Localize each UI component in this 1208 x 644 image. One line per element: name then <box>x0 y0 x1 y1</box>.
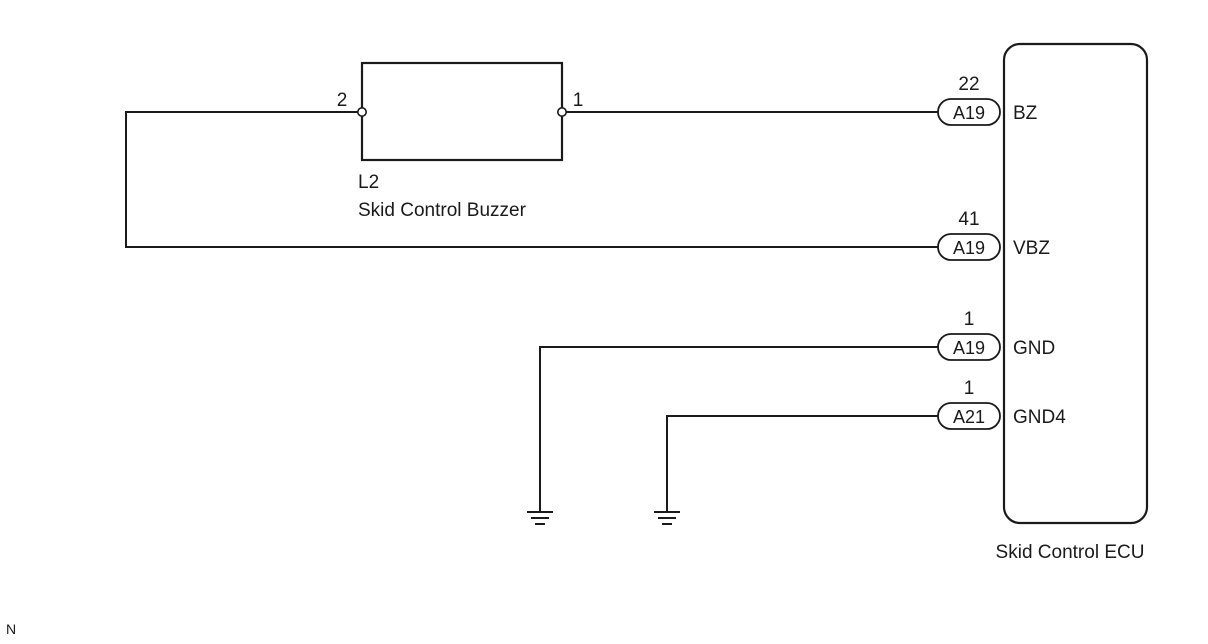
terminal-gnd4: 1 A21 GND4 <box>937 378 1066 430</box>
terminal-signal-name: VBZ <box>1013 238 1050 259</box>
wire-gnd <box>539 346 940 512</box>
ground-symbol-1 <box>527 511 553 525</box>
wire-gnd4 <box>666 415 940 512</box>
connector-id: A21 <box>953 407 985 427</box>
connector-badge <box>937 98 1001 126</box>
connector-id: A19 <box>953 238 985 258</box>
connector-badge <box>937 333 1001 361</box>
connector-id: A19 <box>953 338 985 358</box>
terminal-signal-name: GND <box>1013 338 1055 359</box>
terminal-signal-name: BZ <box>1013 103 1038 124</box>
skid-control-buzzer: 2 1 L2 Skid Control Buzzer <box>337 61 584 221</box>
terminal-bz: 22 A19 BZ <box>937 74 1038 126</box>
terminal-pin-number: 22 <box>958 74 979 95</box>
wires <box>125 111 940 512</box>
buzzer-pin-1-terminal <box>556 107 567 118</box>
connector-badge <box>937 402 1001 430</box>
corner-mark: N <box>6 621 16 637</box>
buzzer-name-label: Skid Control Buzzer <box>358 200 527 221</box>
buzzer-body <box>360 61 564 162</box>
terminal-vbz: 41 A19 VBZ <box>937 209 1050 261</box>
buzzer-pin-2-label: 2 <box>337 90 348 111</box>
terminal-gnd: 1 A19 GND <box>937 309 1055 361</box>
terminal-pin-number: 1 <box>964 309 975 330</box>
ecu-name-label: Skid Control ECU <box>996 542 1145 563</box>
buzzer-code-label: L2 <box>358 172 379 193</box>
ecu-body <box>1002 42 1149 525</box>
wire-vbz <box>125 111 940 248</box>
buzzer-pin-1-label: 1 <box>573 90 584 111</box>
terminal-pin-number: 1 <box>964 378 975 399</box>
terminal-pin-number: 41 <box>958 209 979 230</box>
connector-id: A19 <box>953 103 985 123</box>
terminal-signal-name: GND4 <box>1013 407 1066 428</box>
ground-symbol-2 <box>654 511 680 525</box>
connector-badge <box>937 233 1001 261</box>
buzzer-pin-2-terminal <box>356 107 367 118</box>
skid-control-ecu: Skid Control ECU <box>996 42 1149 563</box>
